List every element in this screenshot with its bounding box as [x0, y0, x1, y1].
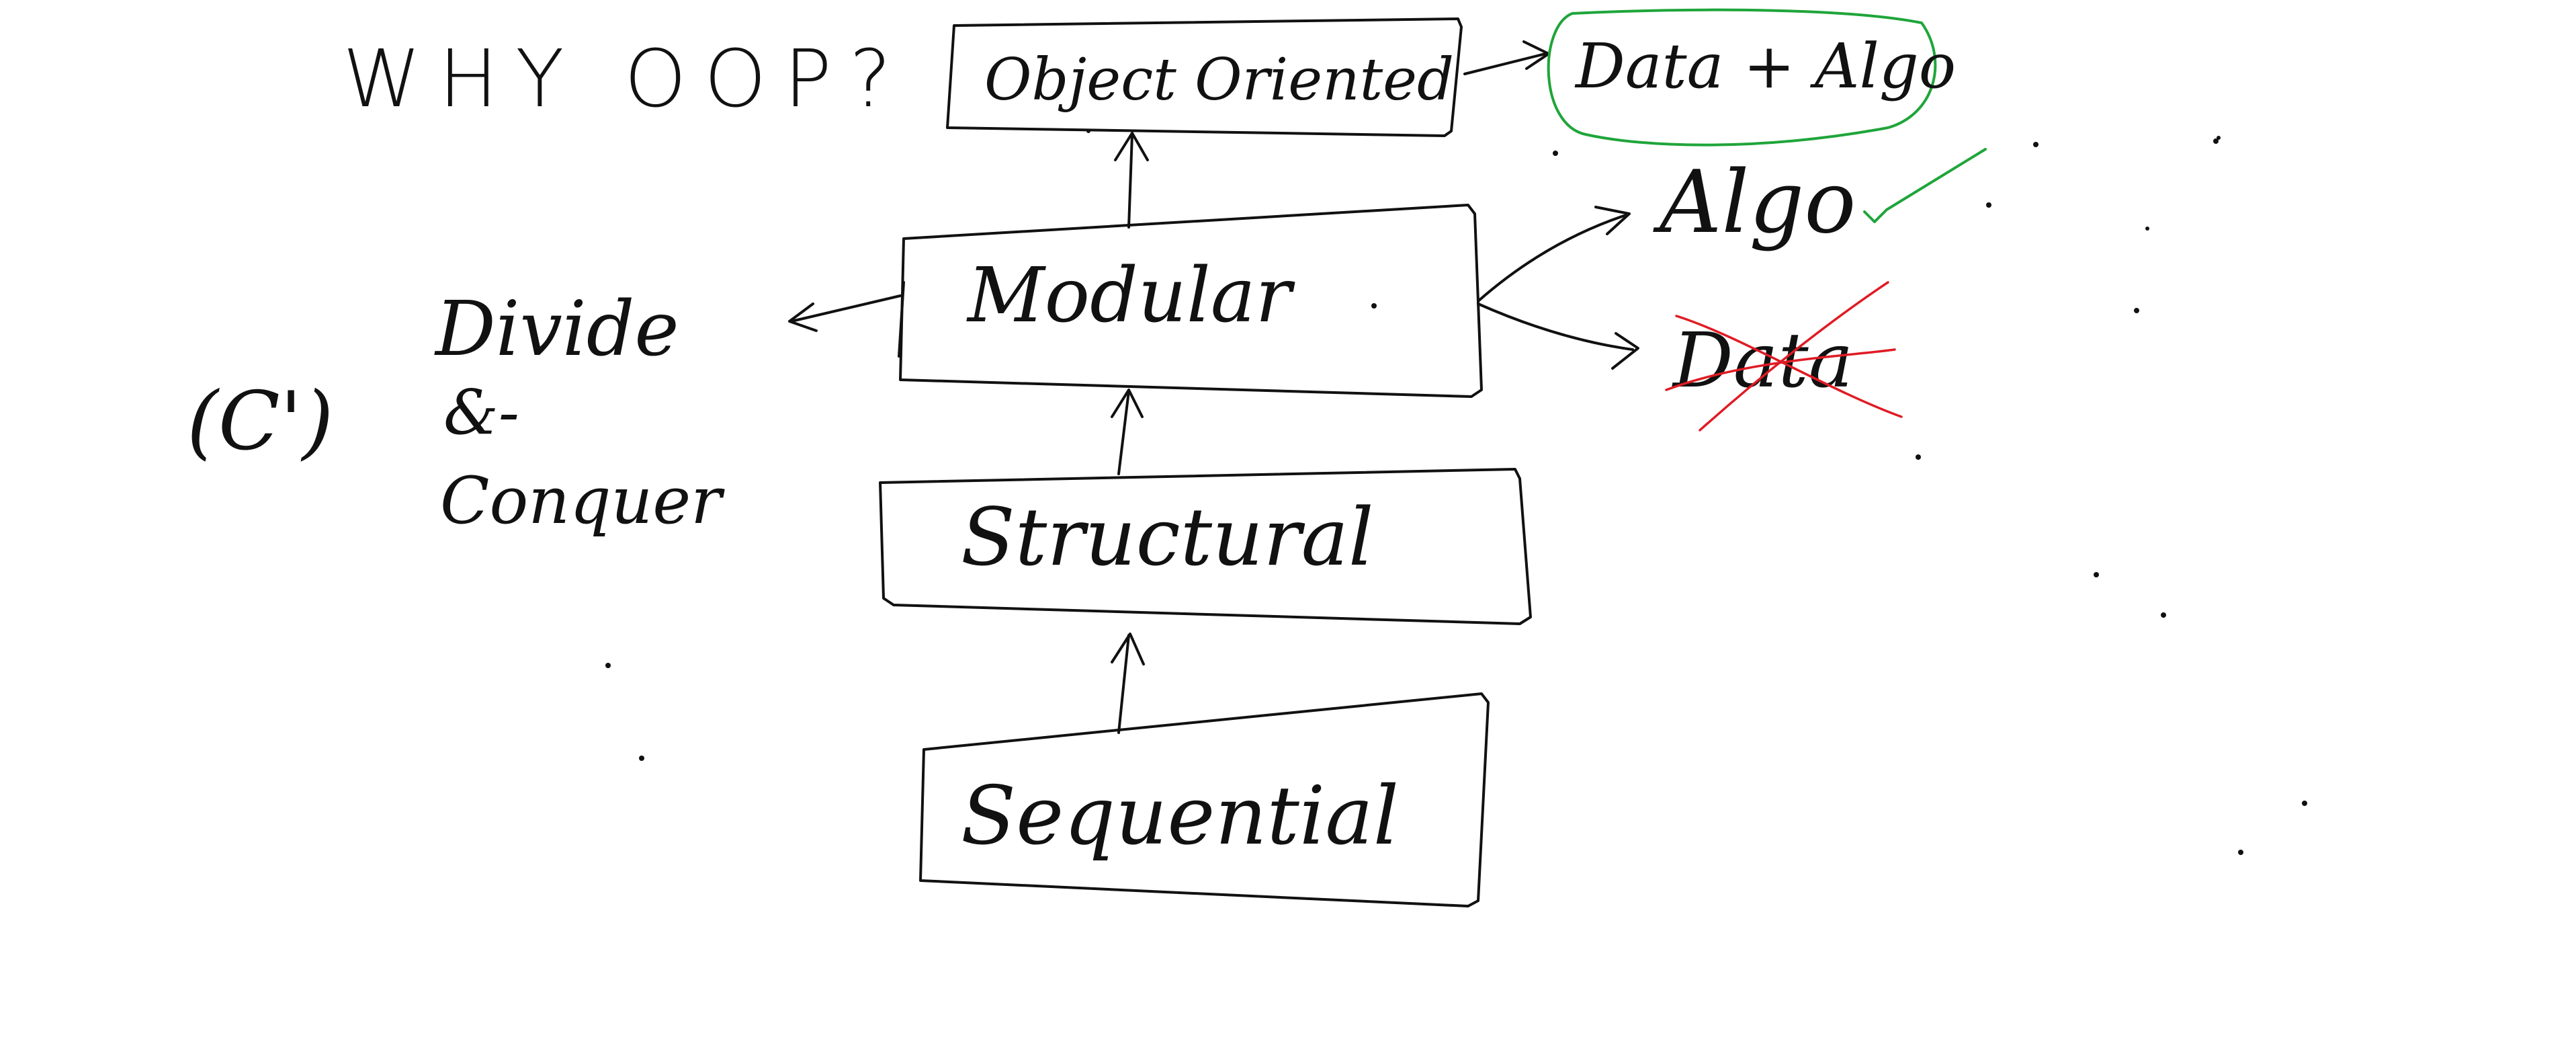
conquer-label: Conquer [440, 463, 725, 538]
sequential-label: Sequential [961, 770, 1399, 863]
arrow-structural-to-modular [1111, 389, 1144, 475]
arrow-modular-to-divide [788, 281, 905, 358]
divide-and-conquer-note: Divide &- Conquer [434, 286, 725, 538]
arrow-modular-to-data [1477, 302, 1639, 370]
stray-pen-dots [605, 129, 2307, 855]
object-oriented-box: Object Oriented [946, 17, 1463, 137]
title-why-oop: WHY OOP? [343, 32, 909, 125]
data-plus-algo-highlight: Data + Algo [1547, 8, 1956, 147]
data-crossed-label: Data [1672, 317, 1853, 405]
data-crossed-out: Data [1665, 281, 1903, 432]
algo-label: Algo [1653, 153, 1856, 253]
modular-label: Modular [966, 252, 1296, 339]
green-checkmark-icon [1863, 148, 1987, 223]
sequential-box: Sequential [919, 692, 1490, 907]
divide-label: Divide [434, 286, 679, 373]
structural-box: Structural [879, 468, 1532, 625]
ampersand-label: &- [443, 376, 519, 448]
red-cross-icon [1665, 348, 1896, 391]
structural-label: Structural [961, 491, 1374, 583]
arrow-modular-to-algo [1477, 206, 1631, 302]
modular-box: Modular [899, 204, 1483, 398]
arrow-oo-to-data-algo [1463, 40, 1550, 75]
arrow-modular-to-oo [1114, 132, 1149, 229]
arrow-sequential-to-structural [1111, 633, 1145, 734]
object-oriented-label: Object Oriented [984, 46, 1454, 114]
data-plus-algo-label: Data + Algo [1574, 30, 1956, 102]
c-language-label: (C') [187, 375, 333, 469]
